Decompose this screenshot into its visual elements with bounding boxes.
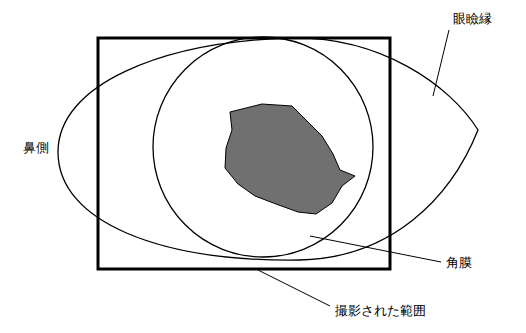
photographed-frame	[98, 38, 390, 269]
leader-line	[433, 30, 449, 96]
cornea-circle	[153, 37, 373, 257]
part-label: 眼瞼縁	[452, 11, 493, 27]
part-label: 角膜	[445, 255, 473, 271]
leader-line	[310, 236, 441, 262]
part-label: 撮影された範囲	[334, 303, 427, 319]
part-label: 鼻側	[22, 140, 50, 156]
leader-line	[258, 270, 330, 306]
lesion-area	[225, 104, 355, 214]
eyelid-outline	[58, 38, 478, 260]
